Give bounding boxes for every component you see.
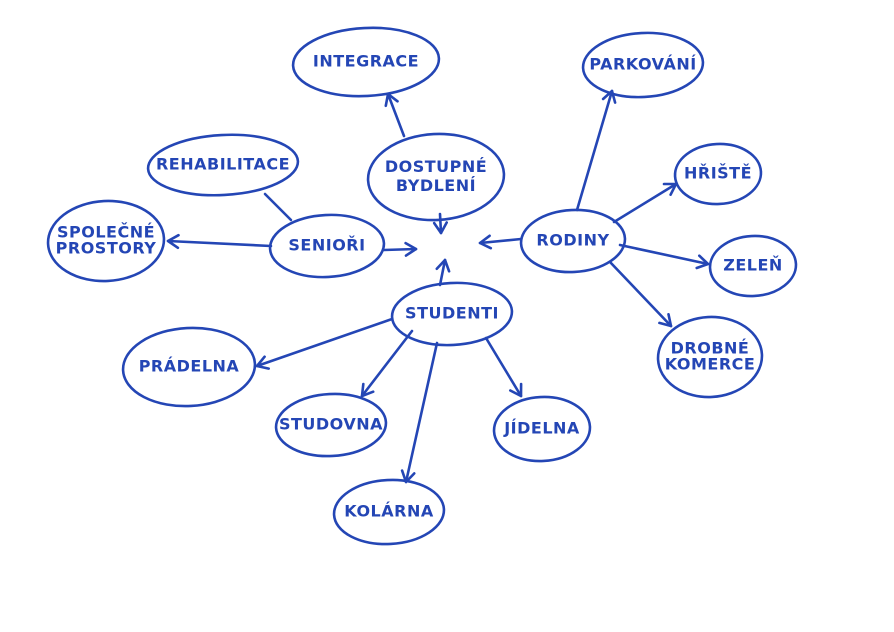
- edge-rodiny-to-zelen: [618, 243, 710, 270]
- node-label: SENIOŘI: [288, 236, 365, 255]
- connector-line: [263, 192, 293, 222]
- edges-layer: [166, 89, 710, 484]
- node-rehabilitace: REHABILITACE: [146, 133, 300, 197]
- node-label: STUDOVNA: [279, 415, 383, 434]
- edge-rodiny-to-drobne_komerce: [608, 260, 673, 328]
- node-zelen: ZELEŇ: [708, 234, 798, 298]
- connector-line: [386, 92, 406, 138]
- edge-studenti-to-center: [435, 258, 451, 287]
- node-outline: [291, 26, 441, 98]
- arrowhead-icon: [509, 382, 523, 398]
- node-hriste: HŘIŠTĚ: [673, 142, 763, 206]
- arrowhead-icon: [404, 241, 418, 257]
- node-outline: [332, 478, 446, 546]
- node-integrace: INTEGRACE: [291, 26, 441, 98]
- edge-dostupne_bydleni-to-center: [432, 212, 448, 235]
- node-label: SPOLEČNÉ: [57, 222, 155, 241]
- connector-line: [478, 237, 523, 245]
- edge-studenti-to-pradelna: [255, 317, 394, 370]
- arrowhead-icon: [166, 233, 180, 250]
- node-outline: [519, 208, 627, 274]
- node-jidelna: JÍDELNA: [492, 395, 592, 463]
- edge-seniori-to-spolecne_prostory: [166, 233, 273, 250]
- node-label: KOMERCE: [665, 355, 756, 374]
- node-seniori: SENIOŘI: [268, 213, 386, 279]
- node-label: PARKOVÁNÍ: [589, 55, 696, 74]
- node-outline: [492, 395, 592, 463]
- connector-line: [360, 329, 414, 398]
- arrowhead-icon: [432, 221, 448, 235]
- arrowhead-icon: [255, 355, 270, 370]
- edge-studenti-to-jidelna: [484, 336, 523, 398]
- node-outline: [46, 199, 166, 283]
- edge-rodiny-to-parkovani: [575, 89, 617, 212]
- arrowhead-icon: [478, 234, 493, 250]
- edge-studenti-to-kolarna: [400, 341, 439, 484]
- node-label: STUDENTI: [405, 304, 499, 323]
- node-outline: [146, 133, 300, 197]
- edge-seniori-to-rehabilitace: [263, 192, 293, 222]
- node-studovna: STUDOVNA: [274, 392, 388, 458]
- node-outline: [581, 31, 705, 99]
- connector-line: [575, 89, 614, 212]
- connector-line: [438, 212, 443, 235]
- node-label: DROBNÉ: [671, 338, 750, 357]
- node-studenti: STUDENTI: [390, 281, 514, 347]
- arrowhead-icon: [658, 313, 673, 328]
- node-label: PROSTORY: [56, 239, 157, 258]
- connector-line: [612, 182, 678, 224]
- connector-line: [484, 336, 523, 398]
- edge-rodiny-to-hriste: [612, 182, 678, 224]
- node-rodiny: RODINY: [519, 208, 627, 274]
- node-outline: [708, 234, 798, 298]
- node-label: BYDLENÍ: [396, 176, 476, 195]
- node-outline: [390, 281, 514, 347]
- connector-line: [382, 247, 418, 252]
- node-parkovani: PARKOVÁNÍ: [581, 31, 705, 99]
- connector-line: [404, 341, 439, 484]
- arrowhead-icon: [435, 258, 451, 273]
- node-outline: [366, 132, 506, 222]
- edge-dostupne_bydleni-to-integrace: [384, 92, 406, 138]
- edge-studenti-to-studovna: [360, 329, 414, 398]
- node-label: INTEGRACE: [313, 52, 419, 71]
- node-label: HŘIŠTĚ: [684, 164, 752, 183]
- node-label: RODINY: [536, 231, 609, 250]
- connector-line: [438, 258, 447, 287]
- node-kolarna: KOLÁRNA: [332, 478, 446, 546]
- arrowhead-icon: [601, 89, 617, 104]
- edge-seniori-to-center: [382, 241, 418, 257]
- arrowhead-icon: [360, 382, 375, 398]
- node-outline: [673, 142, 763, 206]
- node-label: REHABILITACE: [156, 155, 290, 174]
- connector-line: [618, 243, 710, 266]
- node-label: PRÁDELNA: [139, 357, 240, 376]
- node-label: KOLÁRNA: [344, 502, 434, 521]
- arrowhead-icon: [695, 254, 710, 270]
- connector-line: [608, 260, 673, 328]
- node-label: JÍDELNA: [503, 419, 580, 438]
- node-outline: [274, 392, 388, 458]
- node-outline: [656, 315, 764, 399]
- connector-line: [166, 239, 273, 248]
- connector-line: [255, 317, 394, 368]
- node-label: DOSTUPNÉ: [385, 157, 487, 176]
- node-outline: [121, 326, 257, 408]
- node-outline: [268, 213, 386, 279]
- edge-rodiny-to-center: [478, 234, 523, 250]
- node-pradelna: PRÁDELNA: [121, 326, 257, 408]
- node-label: ZELEŇ: [723, 256, 783, 275]
